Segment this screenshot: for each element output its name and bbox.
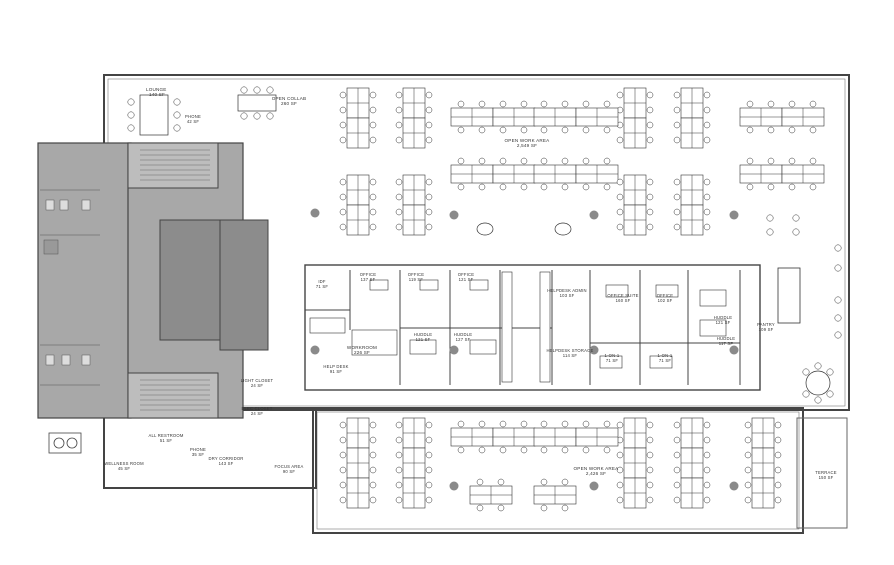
restroom-fixtures: [40, 189, 100, 386]
service-core: [37, 142, 269, 454]
north-workstations: [339, 87, 825, 236]
stair-north: [127, 142, 219, 189]
room-lounge: LOUNGE 140 SF: [146, 87, 168, 97]
structural-columns: [310, 208, 739, 491]
collab-furniture: [127, 86, 842, 404]
pantry-counter: [777, 267, 801, 324]
south-workstations: [339, 417, 782, 512]
stair-south: [127, 372, 219, 419]
center-offices: [304, 264, 801, 391]
